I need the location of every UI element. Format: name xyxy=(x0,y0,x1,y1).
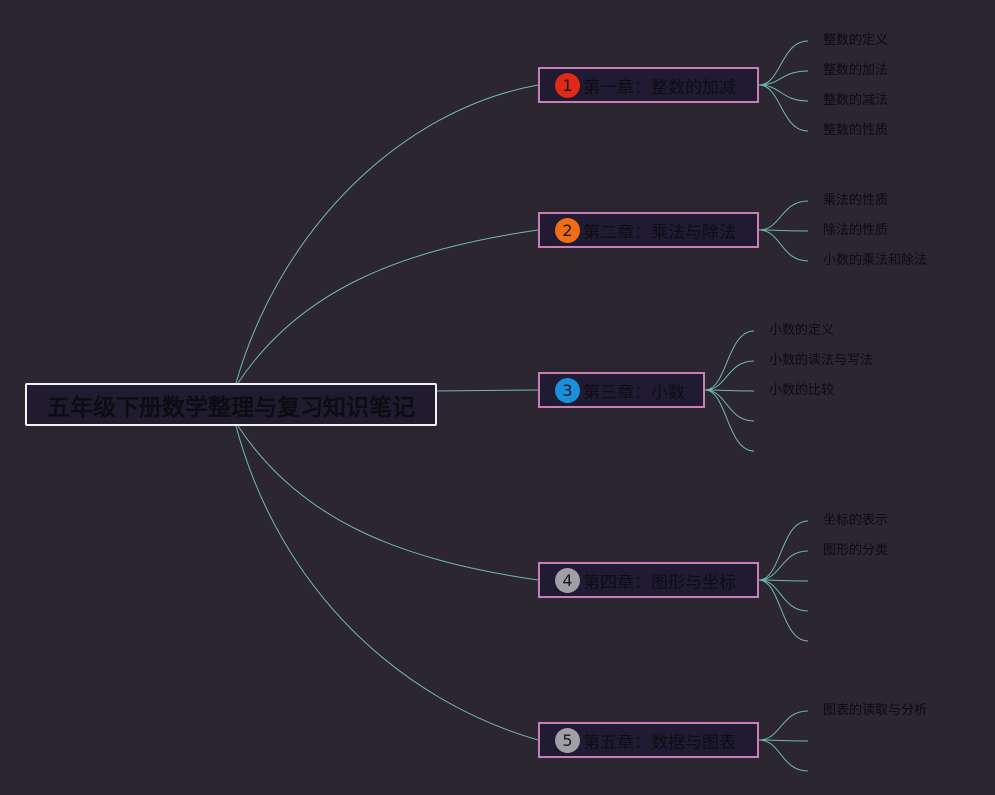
connector-chapter-1-leaf-2 xyxy=(758,70,809,86)
leaf-4-1[interactable]: 坐标的表示 xyxy=(823,513,889,528)
connector-root-chapter-1 xyxy=(235,84,539,384)
connector-chapter-4-leaf-2 xyxy=(758,550,809,581)
leaf-1-2[interactable]: 整数的加法 xyxy=(823,63,889,78)
chapter-4-label: 第四章：图形与坐标 xyxy=(583,572,736,593)
chapter-4-number-badge: 4 xyxy=(555,567,580,593)
leaf-1-3[interactable]: 整数的减法 xyxy=(823,93,889,108)
chapter-5-number-badge: 5 xyxy=(555,727,580,753)
connector-chapter-4-leaf-1 xyxy=(758,520,809,581)
leaf-3-3[interactable]: 小数的比较 xyxy=(769,383,835,398)
chapter-1-number-badge: 1 xyxy=(555,72,580,98)
connector-root-chapter-3 xyxy=(436,389,539,392)
connector-chapter-3-leaf-3 xyxy=(704,389,755,392)
chapter-3-topic[interactable]: 3 第三章：小数 xyxy=(538,372,705,408)
leaf-2-2[interactable]: 除法的性质 xyxy=(823,223,889,238)
connector-chapter-5-leaf-1 xyxy=(758,710,809,741)
chapter-5-label: 第五章：数据与图表 xyxy=(583,732,736,753)
connector-chapter-1-leaf-1 xyxy=(758,40,809,86)
connector-chapter-4-leaf-3 xyxy=(758,579,809,582)
chapter-1-topic[interactable]: 1 第一章：整数的加减 xyxy=(538,67,759,103)
root-title: 五年级下册数学整理与复习知识笔记 xyxy=(47,394,415,421)
connector-root-chapter-5 xyxy=(235,425,539,741)
leaf-2-3[interactable]: 小数的乘法和除法 xyxy=(823,253,928,268)
connector-chapter-3-leaf-5 xyxy=(704,389,755,452)
chapter-4-topic[interactable]: 4 第四章：图形与坐标 xyxy=(538,562,759,598)
connector-chapter-4-leaf-4 xyxy=(758,579,809,612)
leaf-2-1[interactable]: 乘法的性质 xyxy=(823,193,889,208)
leaf-3-1[interactable]: 小数的定义 xyxy=(769,323,835,338)
chapter-3-label: 第三章：小数 xyxy=(583,382,685,403)
leaf-3-2[interactable]: 小数的读法与写法 xyxy=(769,353,874,368)
connector-chapter-3-leaf-2 xyxy=(704,360,755,391)
connector-chapter-3-leaf-1 xyxy=(704,330,755,391)
connector-chapter-2-leaf-3 xyxy=(758,229,809,262)
leaf-1-1[interactable]: 整数的定义 xyxy=(823,33,889,48)
connector-chapter-1-leaf-4 xyxy=(758,84,809,132)
connector-chapter-5-leaf-3 xyxy=(758,739,809,772)
leaf-1-4[interactable]: 整数的性质 xyxy=(823,123,889,138)
connector-chapter-1-leaf-3 xyxy=(758,84,809,102)
root-topic[interactable]: 五年级下册数学整理与复习知识笔记 xyxy=(25,383,437,426)
connector-root-chapter-2 xyxy=(237,229,539,384)
chapter-2-topic[interactable]: 2 第二章：乘法与除法 xyxy=(538,212,759,248)
leaf-5-1[interactable]: 图表的读取与分析 xyxy=(823,703,928,718)
connector-chapter-2-leaf-1 xyxy=(758,200,809,231)
connector-chapter-3-leaf-4 xyxy=(704,389,755,422)
connector-chapter-4-leaf-5 xyxy=(758,579,809,642)
chapter-2-label: 第二章：乘法与除法 xyxy=(583,222,736,243)
chapter-5-topic[interactable]: 5 第五章：数据与图表 xyxy=(538,722,759,758)
connector-root-chapter-4 xyxy=(237,425,539,581)
chapter-3-number-badge: 3 xyxy=(555,377,580,403)
chapter-1-label: 第一章：整数的加减 xyxy=(583,77,736,98)
leaf-4-2[interactable]: 图形的分类 xyxy=(823,543,889,558)
chapter-2-number-badge: 2 xyxy=(555,217,580,243)
connector-chapter-2-leaf-2 xyxy=(758,229,809,232)
connector-chapter-5-leaf-2 xyxy=(758,739,809,742)
